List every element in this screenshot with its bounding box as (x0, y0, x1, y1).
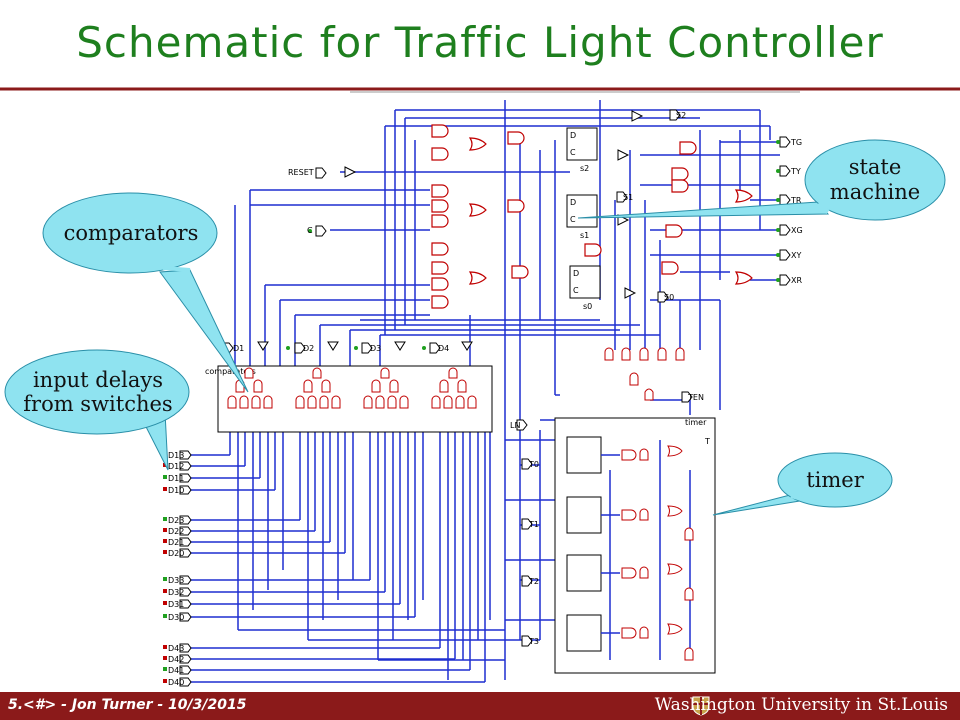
timer-t-label: T (704, 437, 710, 446)
timer-block-label: timer (685, 418, 707, 427)
callout-state-line2: machine (829, 180, 921, 204)
title-rule (0, 87, 960, 91)
footer-bar: 5.<#> - Jon Turner - 10/3/2015 Washingto… (0, 692, 960, 720)
input-d30: D30 (168, 613, 184, 622)
ff-d-label: D (573, 269, 579, 278)
callout-input-delays-line2: from switches (23, 392, 173, 416)
t0-label: T0 (528, 460, 539, 469)
state-s1: S1 (623, 193, 633, 202)
out-xg: XG (791, 226, 803, 235)
out-tr: TR (790, 196, 802, 205)
delay-d4: D4 (438, 344, 449, 353)
input-d10: D10 (168, 486, 184, 495)
t1-label: T1 (528, 520, 539, 529)
input-d31: D31 (168, 600, 184, 609)
out-xy: XY (791, 251, 801, 260)
input-labels: D13 D12 D11 D10 D23 D22 D21 D20 D33 D32 … (168, 451, 184, 687)
state-s2: S2 (676, 111, 686, 120)
callout-comparators-text: comparators (63, 221, 199, 245)
signal-labels: TG TY TR XG XY XR RESET C S2 S1 S0 D1 D2… (233, 111, 803, 646)
input-d12: D12 (168, 462, 184, 471)
buffers (257, 110, 644, 351)
ln-label: LN (510, 421, 520, 430)
input-d13: D13 (168, 451, 184, 460)
ff-c-label: C (570, 215, 576, 224)
t2-label: T2 (528, 577, 539, 586)
input-d40: D40 (168, 678, 184, 687)
reset-label: RESET (288, 168, 314, 177)
state-machine-gates (431, 124, 753, 309)
out-ty: TY (790, 167, 801, 176)
callout-input-delays (4, 349, 190, 471)
callout-state-line1: state (848, 155, 902, 179)
ff-c-label: C (570, 148, 576, 157)
state-s0: S0 (664, 293, 674, 302)
university-name: Washington University in St.Louis (654, 695, 948, 715)
clk-label: C (307, 226, 313, 235)
input-d23: D23 (168, 516, 184, 525)
callout-timer (712, 452, 893, 516)
input-d43: D43 (168, 644, 184, 653)
callout-timer-text: timer (806, 468, 864, 492)
ff-labels: D C s2 D C s1 D C s0 (570, 131, 592, 311)
input-d20: D20 (168, 549, 184, 558)
callout-comparators (42, 192, 249, 393)
footer-credit: 5.<#> - Jon Turner - 10/3/2015 (8, 697, 247, 713)
input-d22: D22 (168, 527, 184, 536)
input-d21: D21 (168, 538, 184, 547)
ff-c-label: C (573, 286, 579, 295)
timer-block: timer T (554, 417, 716, 674)
input-d11: D11 (168, 474, 184, 483)
t3-label: T3 (528, 637, 539, 646)
ff-d-label: D (570, 131, 576, 140)
state-flip-flops (566, 127, 601, 299)
callout-state-machine (577, 139, 946, 221)
input-d32: D32 (168, 588, 184, 597)
wire-grid (190, 91, 800, 683)
out-tg: TG (790, 138, 802, 147)
input-pins (179, 450, 192, 687)
ff-name-s2: s2 (580, 164, 589, 173)
ff-name-s1: s1 (580, 231, 589, 240)
input-d42: D42 (168, 655, 184, 664)
input-pin-dots (163, 452, 167, 683)
university-shield-icon (692, 696, 710, 716)
comparator-gates (227, 367, 477, 409)
input-d41: D41 (168, 666, 184, 675)
input-d33: D33 (168, 576, 184, 585)
ff-name-s0: s0 (583, 302, 592, 311)
ff-d-label: D (570, 198, 576, 207)
delay-d1: D1 (233, 344, 244, 353)
delay-d2: D2 (303, 344, 314, 353)
callout-input-delays-line1: input delays (32, 368, 164, 392)
ten-label: TEN (687, 393, 704, 402)
delay-d3: D3 (370, 344, 381, 353)
out-xr: XR (791, 276, 802, 285)
comparators-block-label: comparators (205, 367, 256, 376)
decode-gates (604, 347, 685, 401)
slide-title: Schematic for Traffic Light Controller (76, 18, 884, 67)
